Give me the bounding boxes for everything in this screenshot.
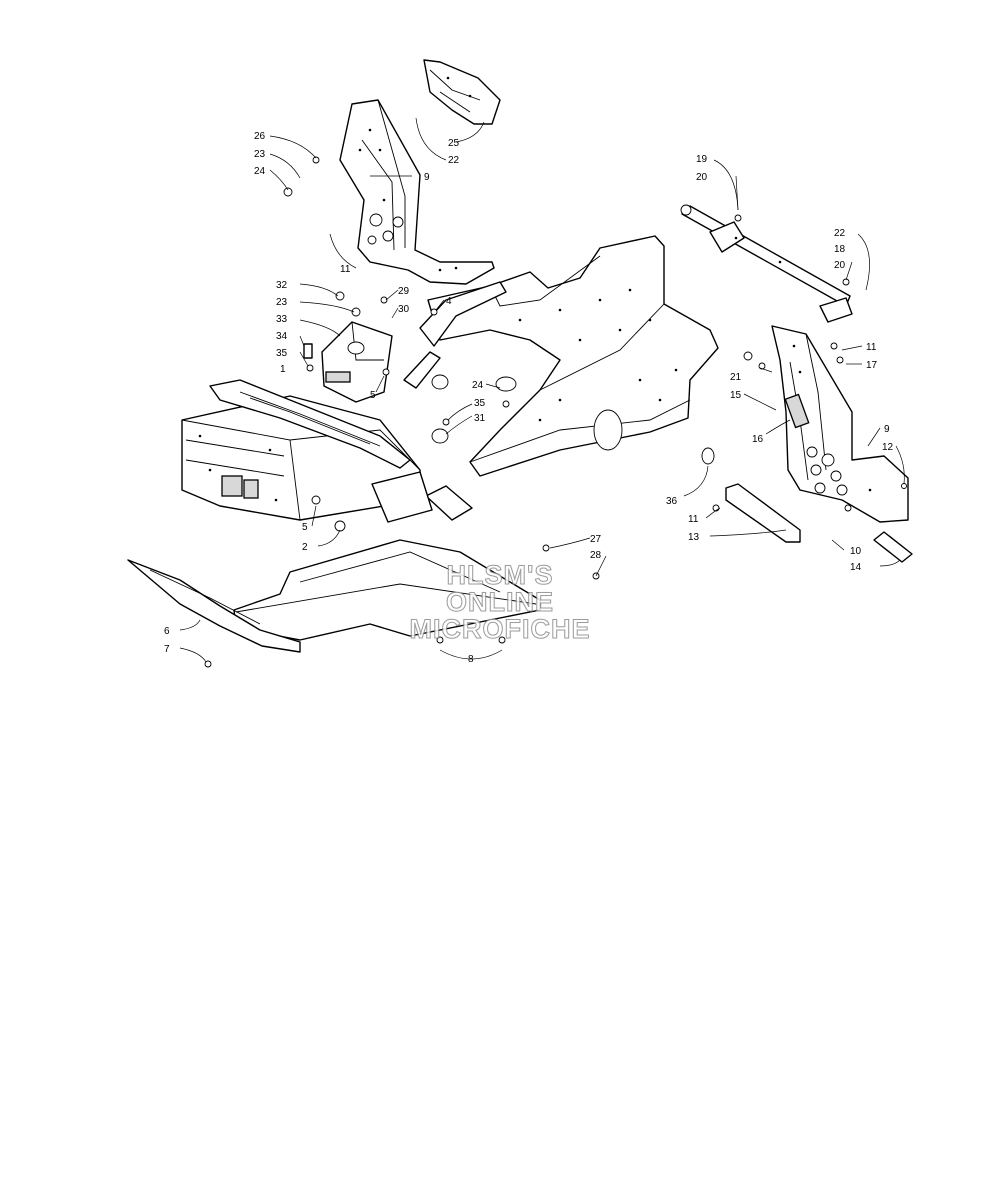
callout-6: 6 (164, 626, 170, 637)
steering-support-upper (339, 99, 495, 285)
callout-15: 15 (730, 390, 742, 401)
callout-33: 33 (276, 314, 288, 325)
callout-11: 11 (340, 264, 351, 275)
callout-35: 35 (474, 398, 486, 409)
side-rail (403, 281, 507, 389)
callout-23: 23 (254, 149, 266, 160)
callout-25: 25 (448, 138, 460, 149)
callout-26: 26 (254, 131, 266, 142)
callout-1: 1 (280, 364, 286, 375)
callout-4: 4 (446, 296, 452, 307)
callout-23: 23 (276, 297, 288, 308)
callout-18: 18 (834, 244, 846, 255)
chassis-tunnel (427, 235, 719, 477)
callout-20: 20 (834, 260, 846, 271)
callout-28: 28 (590, 550, 602, 561)
front-bulkhead (181, 395, 421, 521)
callout-31: 31 (474, 413, 486, 424)
callout-32: 32 (276, 280, 288, 291)
callout-24: 24 (472, 380, 484, 391)
callout-36: 36 (666, 496, 678, 507)
callout-13: 13 (688, 532, 700, 543)
callout-17: 17 (866, 360, 878, 371)
callout-16: 16 (752, 434, 764, 445)
callout-7: 7 (164, 644, 170, 655)
callout-22: 22 (834, 228, 846, 239)
bracket-14 (873, 531, 913, 563)
callout-14: 14 (850, 562, 862, 573)
callout-5: 5 (370, 390, 376, 401)
callout-20: 20 (696, 172, 708, 183)
callout-10: 10 (850, 546, 862, 557)
runner-6 (127, 559, 301, 653)
callout-9: 9 (884, 424, 890, 435)
belly-pan (233, 539, 541, 641)
callout-21: 21 (730, 372, 742, 383)
callout-11: 11 (866, 342, 877, 353)
callout-24: 24 (254, 166, 266, 177)
callout-9: 9 (424, 172, 430, 183)
callout-8: 8 (468, 654, 474, 665)
callout-22: 22 (448, 155, 460, 166)
steering-support-lower (771, 325, 909, 523)
callout-19: 19 (696, 154, 708, 165)
callout-12: 12 (882, 442, 894, 453)
bracket-33 (321, 321, 393, 403)
callout-11: 11 (688, 514, 699, 525)
brace-13 (725, 483, 801, 543)
callout-2: 2 (302, 542, 308, 553)
callout-27: 27 (590, 534, 602, 545)
callout-29: 29 (398, 286, 410, 297)
steering-shaft-assembly (680, 204, 853, 323)
leader-lines (179, 117, 905, 663)
callout-30: 30 (398, 304, 410, 315)
callout-34: 34 (276, 331, 288, 342)
bracket-25 (423, 59, 501, 125)
callout-35: 35 (276, 348, 288, 359)
front-crossbar (209, 379, 411, 469)
steering-tube (371, 374, 517, 523)
callout-5: 5 (302, 522, 308, 533)
callout-labels: 26 23 24 22 25 9 11 32 23 33 34 35 29 30… (164, 131, 894, 665)
